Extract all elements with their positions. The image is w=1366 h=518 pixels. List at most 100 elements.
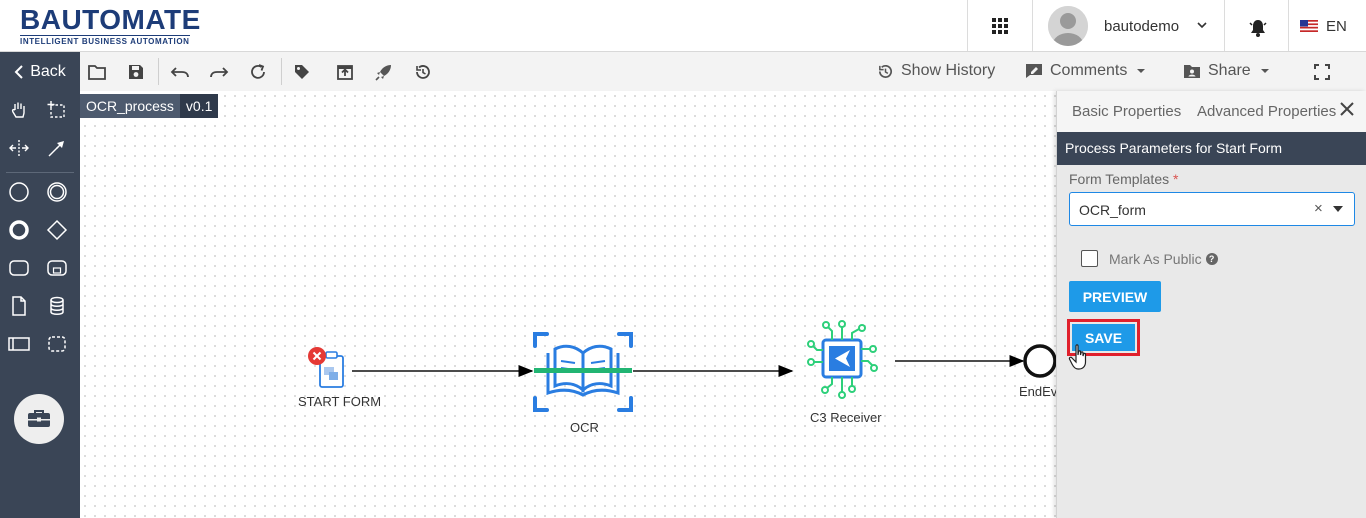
history-icon [878,64,892,78]
tab-basic-properties[interactable]: Basic Properties [1072,103,1182,120]
refresh-icon [251,64,265,79]
grid-icon [992,18,1008,34]
show-history-button[interactable]: Show History [877,59,995,83]
undo-icon [170,67,189,78]
language-selector[interactable]: EN [1300,14,1347,38]
section-title: Process Parameters for Start Form [1057,132,1366,165]
save-toolbar-button[interactable] [124,60,148,84]
end-event-tool[interactable] [7,218,31,242]
logo-tagline: INTELLIGENT BUSINESS AUTOMATION [20,37,190,46]
user-menu-button[interactable]: bautodemo [1040,4,1220,48]
notifications-button[interactable] [1240,10,1276,46]
file-icon [12,296,26,316]
properties-tabs: Basic Properties Advanced Properties [1057,91,1366,132]
user-avatar-icon [1048,6,1088,46]
intermediate-event-tool[interactable] [45,180,69,204]
data-object-tool[interactable] [7,294,31,318]
clear-selection-icon[interactable]: × [1314,200,1323,217]
subprocess-icon [47,260,67,276]
start-event-tool[interactable] [7,180,31,204]
back-button[interactable]: Back [0,52,80,91]
fullscreen-button[interactable] [1310,60,1334,84]
bpmn-canvas[interactable]: OCR_process v0.1 [80,91,1056,518]
us-flag-icon [1300,20,1318,32]
diamond-icon [46,219,68,241]
bautomate-logo[interactable]: BAUTOMATE INTELLIGENT BUSINESS AUTOMATIO… [20,4,200,48]
start-form-node[interactable] [308,347,344,388]
deploy-icon [375,65,391,81]
logo-wordmark: BAUTOMATE [20,4,201,35]
ocr-label: OCR [570,420,599,435]
header-divider [967,0,968,51]
process-version: v0.1 [179,94,219,118]
task-tool[interactable] [7,256,31,280]
header-divider [1224,0,1225,51]
connect-tool[interactable] [45,136,69,160]
reload-button[interactable] [246,60,270,84]
caret-down-icon [1137,69,1146,73]
back-label: Back [30,62,66,80]
toolbar-divider [281,58,282,85]
group-tool[interactable] [45,332,69,356]
toolbar-divider [158,58,159,85]
process-tag: OCR_process v0.1 [80,94,219,118]
c3-receiver-node[interactable] [807,320,878,399]
help-icon[interactable]: ? [1205,253,1218,265]
language-label: EN [1326,17,1347,35]
highlight-outline [1067,319,1140,356]
tag-icon [295,65,309,79]
apps-grid-button[interactable] [980,8,1020,44]
circle-double-icon [47,182,67,202]
folder-icon [88,65,106,80]
hand-cursor-icon [1068,344,1087,370]
top-header: BAUTOMATE INTELLIGENT BUSINESS AUTOMATIO… [0,0,1366,52]
tag-button[interactable] [290,60,314,84]
editor-toolbar: Back Show History Comments Share [0,52,1366,91]
share-button[interactable]: Share [1183,59,1272,83]
caret-down-icon[interactable] [1333,206,1343,212]
end-event-node[interactable] [1023,344,1056,378]
space-tool-icon [9,140,29,156]
header-divider [1288,0,1289,51]
space-tool[interactable] [7,136,31,160]
toolbox-button[interactable] [14,394,64,444]
export-button[interactable] [333,60,357,84]
share-label: Share [1208,62,1251,79]
export-icon [337,65,353,80]
subprocess-tool[interactable] [45,256,69,280]
pool-icon [8,337,30,351]
share-folder-icon [1184,65,1200,78]
comments-button[interactable]: Comments [1025,59,1148,83]
form-template-value: OCR_form [1079,202,1146,218]
circle-thick-icon [9,220,29,240]
save-button[interactable]: SAVE [1072,324,1135,351]
close-icon[interactable] [1337,99,1357,119]
redo-icon [210,67,229,78]
mark-as-public-checkbox[interactable] [1081,250,1098,267]
save-icon [129,65,143,79]
caret-down-icon [1260,69,1269,73]
process-name: OCR_process [80,94,180,118]
form-template-select[interactable]: OCR_form × [1069,192,1355,226]
c3-receiver-label: C3 Receiver [810,410,882,425]
gateway-tool[interactable] [45,218,69,242]
logo-rule [20,35,190,36]
open-folder-button[interactable] [85,60,109,84]
end-event-label: EndEvent [1019,384,1056,399]
lasso-tool[interactable] [45,98,69,122]
version-history-button[interactable] [411,60,435,84]
header-divider [1032,0,1033,51]
rounded-rect-icon [9,260,29,276]
data-store-tool[interactable] [45,294,69,318]
group-icon [48,336,66,352]
pool-tool[interactable] [7,332,31,356]
form-templates-label: Form Templates * [1069,171,1179,187]
deploy-button[interactable] [372,60,396,84]
tab-advanced-properties[interactable]: Advanced Properties [1197,103,1337,120]
redo-button[interactable] [207,60,231,84]
ocr-task-node[interactable] [533,332,633,412]
hand-tool[interactable] [7,98,31,122]
preview-button[interactable]: PREVIEW [1069,281,1161,312]
undo-button[interactable] [168,60,192,84]
properties-panel: Basic Properties Advanced Properties Pro… [1056,91,1366,518]
